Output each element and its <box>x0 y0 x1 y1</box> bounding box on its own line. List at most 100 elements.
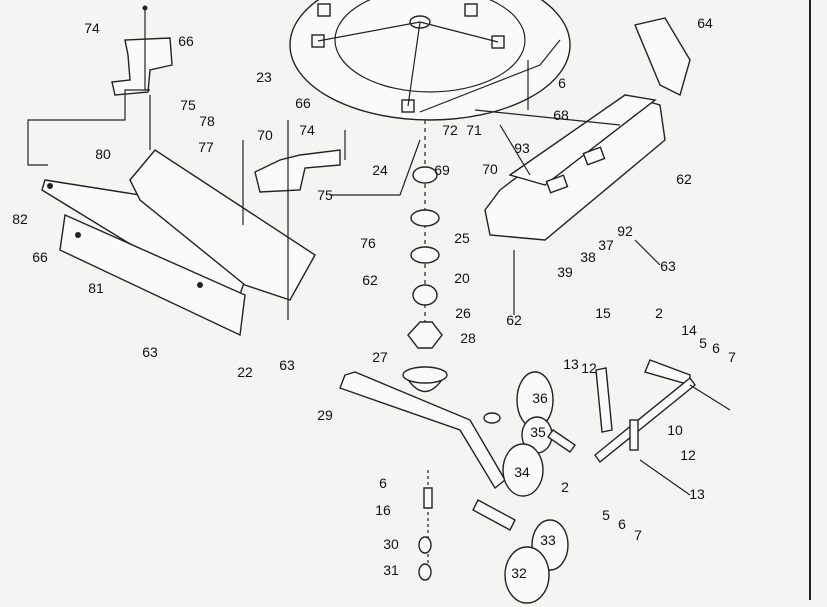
disc-block-5 <box>464 3 478 17</box>
callout-c2b: 2 <box>561 479 569 495</box>
disc-spoke-2 <box>419 21 499 43</box>
callout-c64: 64 <box>697 15 713 31</box>
washer-stack <box>483 412 501 424</box>
callout-c63a: 63 <box>660 258 676 274</box>
callout-c63c: 63 <box>279 357 295 373</box>
rotary-disc <box>289 0 571 121</box>
callout-c16: 16 <box>375 502 391 518</box>
callout-c70a: 70 <box>257 127 273 143</box>
ring-20 <box>410 246 440 264</box>
disc-32 <box>504 546 550 604</box>
callout-c74a: 74 <box>84 20 100 36</box>
callout-c6c: 6 <box>379 475 387 491</box>
right-housing <box>474 17 691 315</box>
callout-c6b: 6 <box>712 340 720 356</box>
callout-c76: 76 <box>360 235 376 251</box>
rotary-disc-inner <box>334 0 526 93</box>
bearing-24 <box>412 166 438 184</box>
callout-c75b: 75 <box>317 187 333 203</box>
callout-c23: 23 <box>256 69 272 85</box>
callout-c62c: 62 <box>506 312 522 328</box>
callout-c33: 33 <box>540 532 556 548</box>
bracket-64 <box>634 17 691 97</box>
rotary-disc-assembly <box>289 0 571 121</box>
callout-c70b: 70 <box>482 161 498 177</box>
callout-c12b: 12 <box>680 447 696 463</box>
lower-arm-assembly <box>339 366 516 531</box>
pin-axis-right <box>689 384 731 411</box>
nut-31 <box>418 563 432 581</box>
rod-70 <box>499 124 531 176</box>
disc-parts <box>483 371 569 604</box>
link-15 <box>595 367 613 433</box>
callout-c13a: 13 <box>563 356 579 372</box>
callout-c63b: 63 <box>142 344 158 360</box>
callout-c39: 39 <box>557 264 573 280</box>
callout-c75a: 75 <box>180 97 196 113</box>
pin-axis-13 <box>639 459 691 496</box>
callout-c7a: 7 <box>728 349 736 365</box>
callout-c2a: 2 <box>655 305 663 321</box>
arm-29 <box>339 371 506 490</box>
callout-c20: 20 <box>454 270 470 286</box>
top-left-bracket <box>111 5 173 96</box>
disc-spoke-3 <box>407 21 421 107</box>
callout-c66a: 66 <box>178 33 194 49</box>
callout-c7b: 7 <box>634 527 642 543</box>
callout-c5a: 5 <box>699 335 707 351</box>
callout-c6d: 6 <box>618 516 626 532</box>
callout-c26: 26 <box>455 305 471 321</box>
channel-hole-3 <box>197 282 203 288</box>
center-bracket <box>242 120 421 320</box>
spring-12 <box>629 419 639 451</box>
callout-c13b: 13 <box>689 486 705 502</box>
callout-c77: 77 <box>198 139 214 155</box>
channel-flap <box>59 213 246 337</box>
callout-c62a: 62 <box>676 171 692 187</box>
disc-spoke-1 <box>317 21 421 42</box>
callout-c29: 29 <box>317 407 333 423</box>
bracket-plate <box>111 37 173 96</box>
center-connector-line <box>330 139 421 196</box>
callout-c66b: 66 <box>295 95 311 111</box>
callout-c36: 36 <box>532 390 548 406</box>
channel-hole-2 <box>75 232 81 238</box>
housing-body <box>484 94 666 241</box>
nut-30 <box>418 536 432 554</box>
callout-c38: 38 <box>580 249 596 265</box>
shaft-stack <box>407 120 443 350</box>
callout-c31: 31 <box>383 562 399 578</box>
disc-block-4 <box>317 3 331 17</box>
callout-c82: 82 <box>12 211 28 227</box>
callout-c35: 35 <box>530 424 546 440</box>
rod-93 <box>474 109 621 126</box>
callout-c30: 30 <box>383 536 399 552</box>
callout-c81: 81 <box>88 280 104 296</box>
callout-c27: 27 <box>372 349 388 365</box>
center-bracket-plate <box>254 149 341 193</box>
linkage-assembly <box>547 359 731 496</box>
callout-c34: 34 <box>514 464 530 480</box>
callout-c93: 93 <box>514 140 530 156</box>
callout-c15: 15 <box>595 305 611 321</box>
callout-c10: 10 <box>667 422 683 438</box>
disc-34 <box>502 443 544 497</box>
arm-14 <box>644 359 691 386</box>
window-37 <box>582 146 606 166</box>
bowl-28-rim <box>402 366 448 384</box>
callout-c74b: 74 <box>299 122 315 138</box>
hub-27 <box>407 321 443 349</box>
callout-c62b: 62 <box>362 272 378 288</box>
callout-c72: 72 <box>442 122 458 138</box>
bar-10 <box>594 376 696 464</box>
callout-c68: 68 <box>553 107 569 123</box>
connector-line-left <box>27 89 151 166</box>
pin-2-lower <box>547 429 576 453</box>
callout-c22: 22 <box>237 364 253 380</box>
channel-side-plate <box>129 149 316 301</box>
bolt-stack <box>418 470 433 581</box>
ring-25 <box>410 209 440 227</box>
callout-c14: 14 <box>681 322 697 338</box>
